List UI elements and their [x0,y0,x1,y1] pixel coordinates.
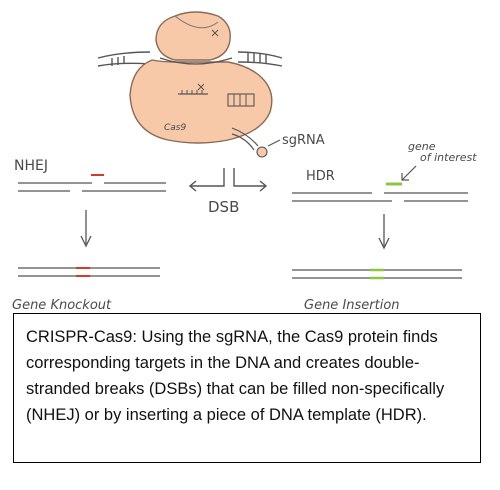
crispr-diagram: Cas9 sgRNA DSB NHEJ Gene Knockout HDR ge… [12,11,477,313]
gene-insertion-label: Gene Insertion [304,298,400,313]
sgrna-label: sgRNA [282,133,325,148]
nhej-label: NHEJ [14,158,48,174]
hdr-label: HDR [306,169,335,184]
hdr-broken-dna [292,192,468,202]
gene-of-interest-label-1: gene [408,140,436,153]
caption-box: CRISPR-Cas9: Using the sgRNA, the Cas9 p… [13,313,481,463]
nhej-down-arrow [80,210,92,248]
cas9-label: Cas9 [164,123,186,133]
cas9-protein [129,11,273,158]
hdr-repaired-dna [292,268,462,280]
caption-text: CRISPR-Cas9: Using the sgRNA, the Cas9 p… [26,328,445,424]
gene-of-interest-label-2: of interest [420,151,477,164]
nhej-broken-dna [18,182,166,192]
nhej-repaired-dna [18,267,160,277]
dsb-label: DSB [208,198,239,216]
sgrna-pointer [267,139,281,147]
dsb-split-arrows [188,168,268,192]
hdr-down-arrow [378,214,390,250]
gene-pointer [401,165,417,181]
gene-knockout-label: Gene Knockout [12,298,112,313]
